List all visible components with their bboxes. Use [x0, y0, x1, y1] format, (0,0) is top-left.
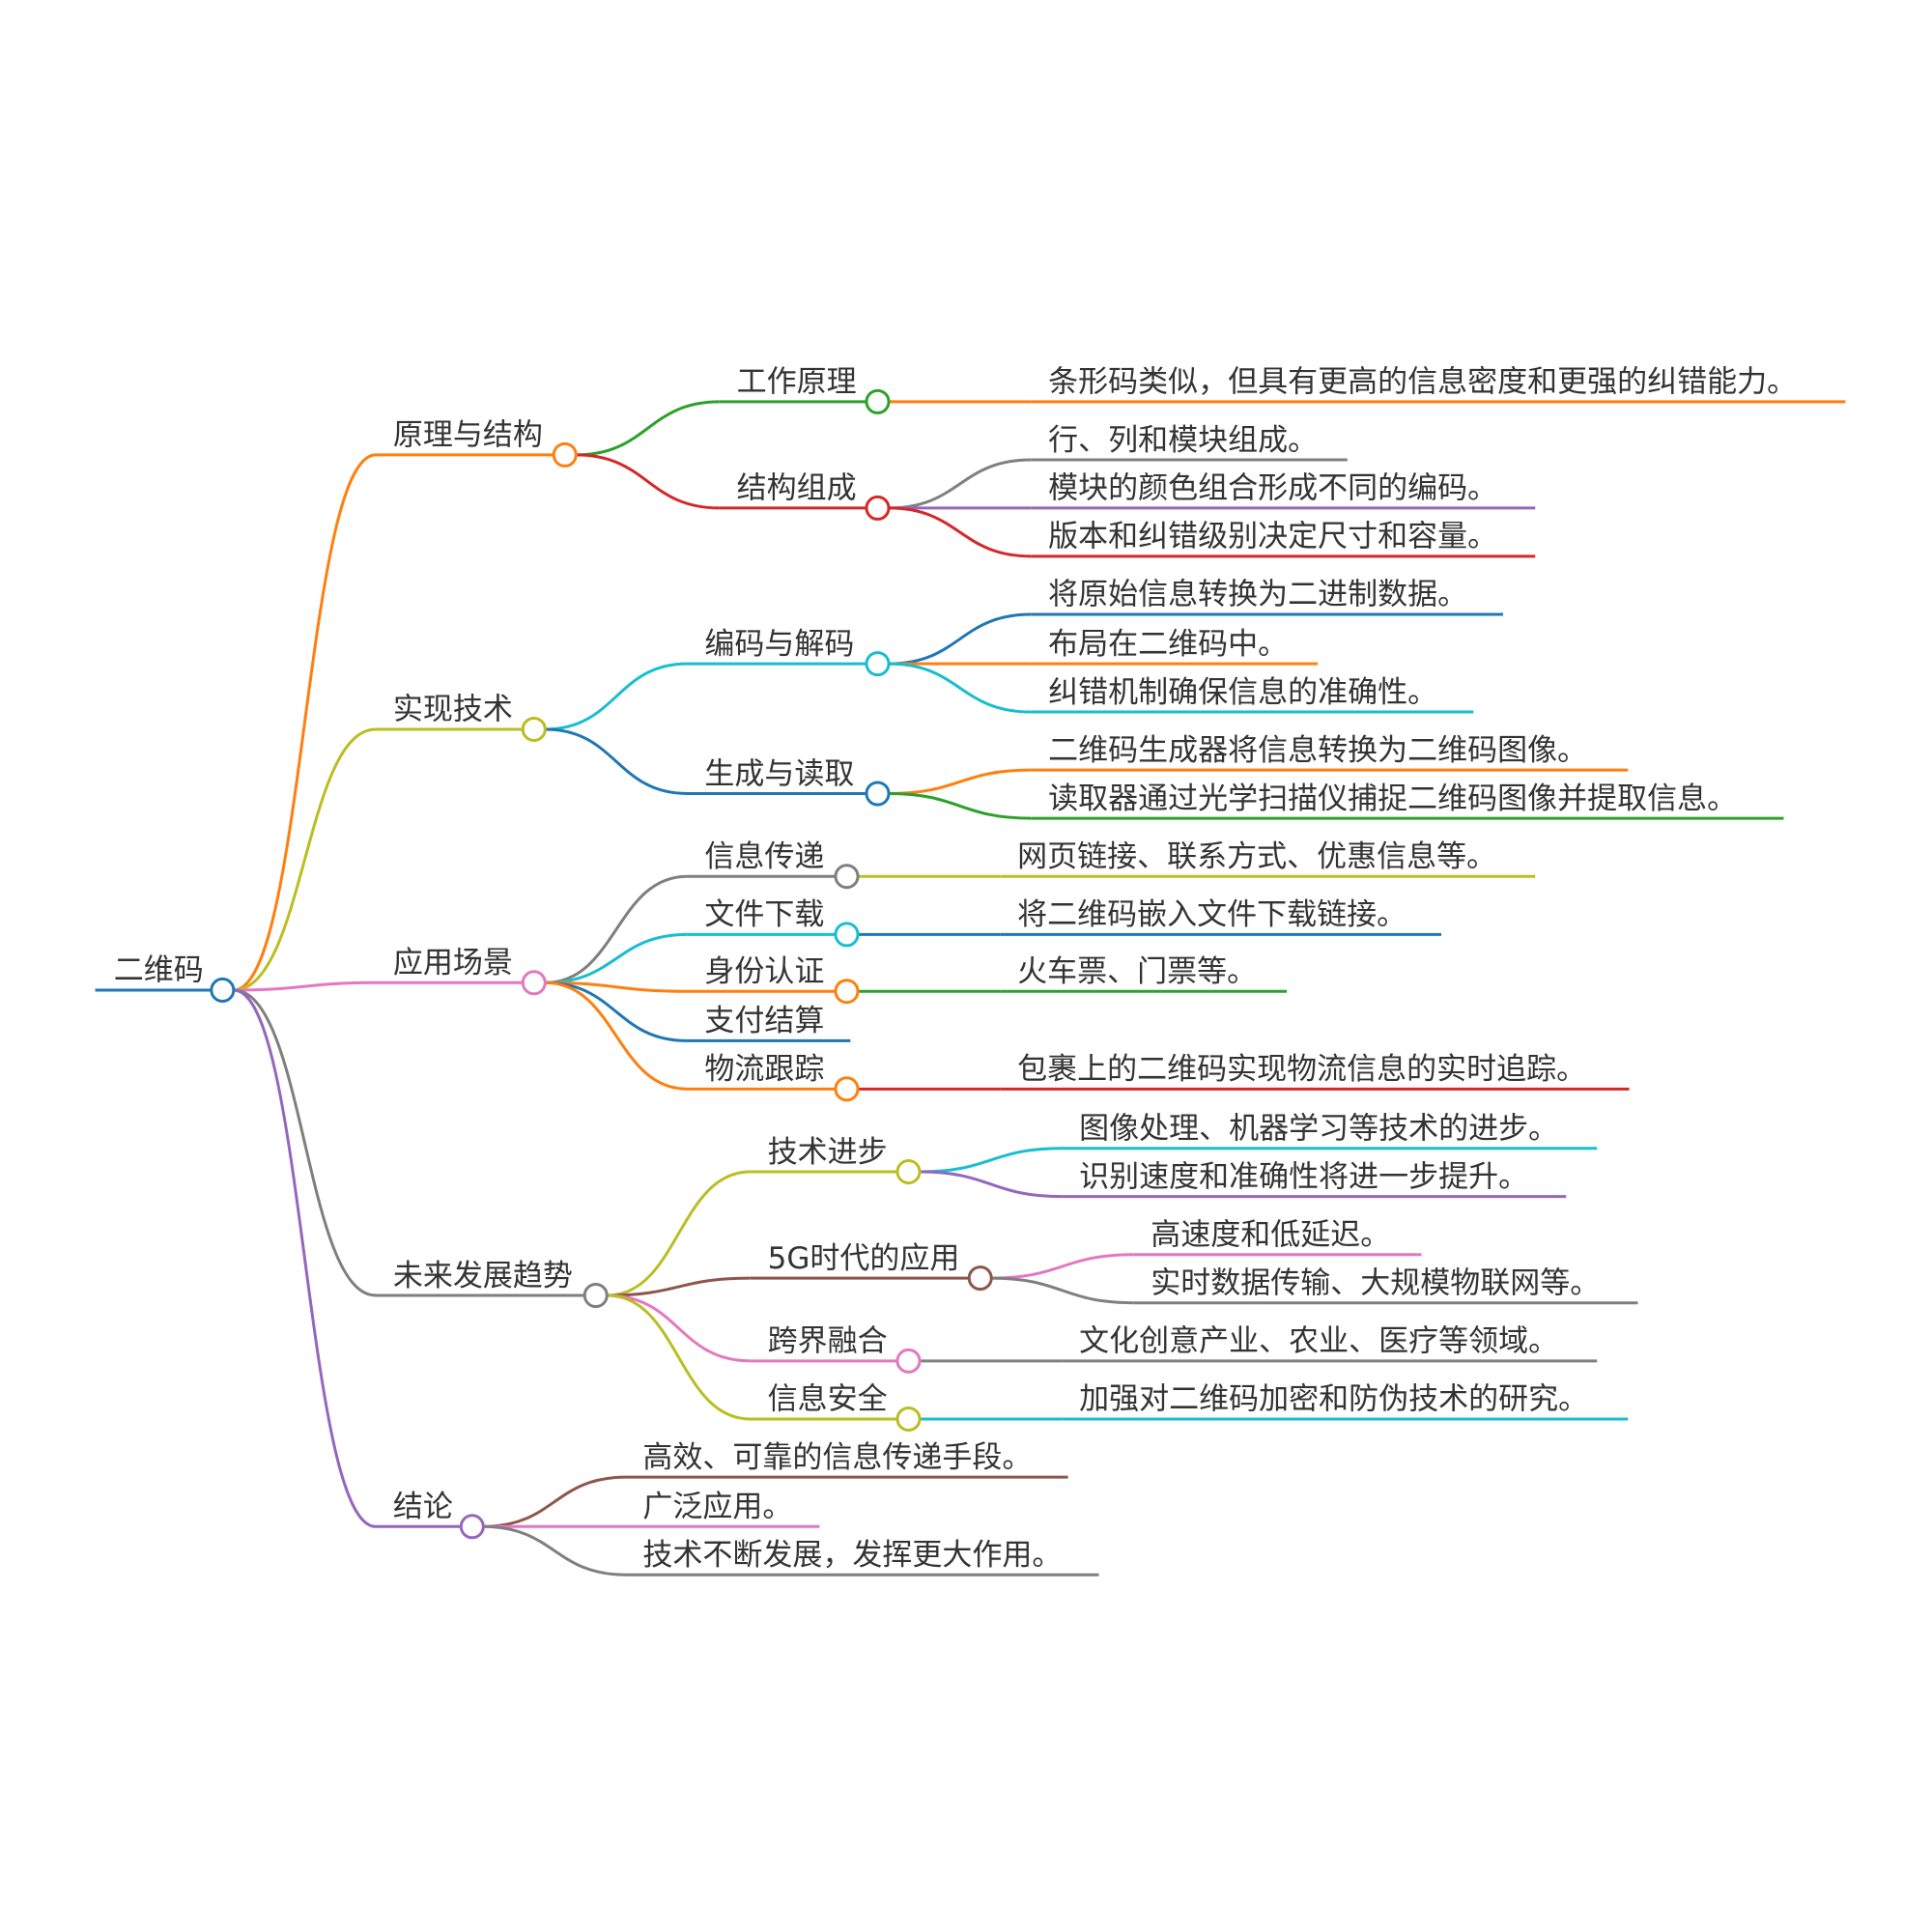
node-3-1-0-link	[991, 1253, 1134, 1280]
node-3-1-label: 5G时代的应用	[768, 1241, 960, 1276]
node-0-0-label: 工作原理	[737, 365, 857, 400]
node-3-2-label: 跨界融合	[768, 1324, 888, 1359]
node-0-0-toggle-icon[interactable]	[865, 388, 891, 414]
node-1-1-0-label: 二维码生成器将信息转换为二维码图像。	[1048, 733, 1587, 768]
node-1-0-0-link	[889, 612, 1032, 666]
links-layer	[233, 400, 1134, 1577]
node-3-1-toggle-icon[interactable]	[967, 1265, 993, 1292]
node-2-2-0-label: 火车票、门票等。	[1017, 954, 1257, 989]
node-1-1-link	[545, 727, 688, 795]
node-2-2-toggle-icon[interactable]	[834, 979, 860, 1005]
node-3-1-1-label: 实时数据传输、大规模物联网等。	[1151, 1265, 1600, 1300]
node-4-label: 结论	[393, 1490, 453, 1524]
node-3-0-0-link	[920, 1147, 1063, 1174]
node-3-0-toggle-icon[interactable]	[895, 1159, 922, 1185]
node-2-1-link	[545, 932, 688, 984]
node-2-3-label: 支付结算	[704, 1004, 824, 1038]
node-1-0-2-label: 纠错机制确保信息的准确性。	[1048, 675, 1437, 710]
node-2-4-0-label: 包裹上的二维码实现物流信息的实时追踪。	[1017, 1052, 1586, 1087]
node-1-0-link	[545, 662, 688, 731]
node-3-1-link	[607, 1276, 751, 1297]
root-node-toggle-icon[interactable]	[210, 977, 236, 1003]
node-1-0-toggle-icon[interactable]	[865, 651, 891, 677]
node-2-2-link	[545, 980, 688, 993]
node-1-1-1-link	[889, 791, 1032, 820]
node-2-3-link	[545, 980, 688, 1042]
node-0-toggle-icon[interactable]	[552, 441, 578, 468]
node-4-2-link	[483, 1524, 626, 1577]
node-1-1-1-label: 读取器通过光学扫描仪捕捉二维码图像并提取信息。	[1048, 781, 1737, 816]
node-1-0-label: 编码与解码	[704, 627, 854, 662]
node-1-0-2-link	[889, 662, 1032, 714]
node-2-toggle-icon[interactable]	[521, 970, 547, 996]
node-2-1-toggle-icon[interactable]	[834, 922, 860, 948]
node-3-0-link	[607, 1170, 751, 1297]
node-3-3-link	[607, 1293, 751, 1421]
node-2-link	[233, 980, 376, 992]
node-1-0-1-label: 布局在二维码中。	[1048, 627, 1288, 662]
node-2-2-label: 身份认证	[704, 954, 824, 989]
node-2-1-label: 文件下载	[704, 897, 824, 932]
node-2-0-link	[545, 874, 688, 984]
node-0-1-0-label: 行、列和模块组成。	[1048, 423, 1318, 458]
node-3-2-0-label: 文化创意产业、农业、医疗等领域。	[1079, 1324, 1558, 1359]
node-2-4-label: 物流跟踪	[704, 1052, 824, 1087]
node-1-1-toggle-icon[interactable]	[865, 781, 891, 807]
node-2-1-0-label: 将二维码嵌入文件下载链接。	[1017, 897, 1406, 932]
node-4-toggle-icon[interactable]	[459, 1514, 485, 1540]
node-3-3-toggle-icon[interactable]	[895, 1406, 922, 1432]
node-0-0-link	[576, 400, 720, 457]
node-1-1-label: 生成与读取	[704, 756, 854, 791]
node-1-link	[233, 727, 377, 992]
node-4-1-label: 广泛应用。	[642, 1490, 792, 1524]
node-4-0-link	[483, 1475, 626, 1528]
node-0-1-2-link	[889, 506, 1032, 558]
node-3-1-1-link	[991, 1276, 1134, 1305]
node-3-3-0-label: 加强对二维码加密和防伪技术的研究。	[1079, 1382, 1588, 1417]
node-0-1-2-label: 版本和纠错级别决定尺寸和容量。	[1048, 520, 1497, 554]
node-4-2-label: 技术不断发展，发挥更大作用。	[642, 1538, 1062, 1573]
node-3-label: 未来发展趋势	[393, 1259, 573, 1293]
node-3-3-label: 信息安全	[768, 1382, 888, 1417]
node-4-0-label: 高效、可靠的信息传递手段。	[642, 1440, 1032, 1475]
node-0-1-link	[576, 453, 720, 510]
node-3-link	[233, 988, 377, 1297]
node-3-2-link	[607, 1293, 751, 1363]
node-0-0-0-label: 条形码类似，但具有更高的信息密度和更强的纠错能力。	[1048, 365, 1797, 400]
node-3-0-0-label: 图像处理、机器学习等技术的进步。	[1079, 1112, 1558, 1147]
nodes-layer: 二维码 原理与结构 工作原理 条形码类似，但具有更高的信息密度和更强的纠错能力。结构组…	[95, 365, 1846, 1577]
node-0-1-label: 结构组成	[737, 471, 857, 506]
node-1-1-0-link	[889, 768, 1032, 795]
node-2-label: 应用场景	[393, 946, 513, 980]
node-3-2-toggle-icon[interactable]	[895, 1348, 922, 1374]
node-3-1-0-label: 高速度和低延迟。	[1151, 1218, 1390, 1253]
node-0-1-1-label: 模块的颜色组合形成不同的编码。	[1048, 471, 1497, 506]
node-2-0-toggle-icon[interactable]	[834, 864, 860, 890]
node-3-0-label: 技术进步	[768, 1135, 888, 1170]
node-0-label: 原理与结构	[393, 418, 543, 453]
node-3-0-1-link	[920, 1170, 1063, 1199]
node-2-4-link	[545, 980, 688, 1091]
node-3-0-1-label: 识别速度和准确性将进一步提升。	[1079, 1159, 1528, 1194]
node-2-0-0-label: 网页链接、联系方式、优惠信息等。	[1017, 839, 1496, 874]
node-0-1-toggle-icon[interactable]	[865, 495, 891, 521]
node-1-0-0-label: 将原始信息转换为二进制数据。	[1048, 578, 1467, 612]
node-0-1-0-link	[889, 458, 1032, 510]
node-1-toggle-icon[interactable]	[521, 716, 547, 742]
root-node-label: 二维码	[114, 953, 204, 988]
node-0-link	[233, 453, 377, 992]
node-2-0-label: 信息传递	[704, 839, 824, 874]
node-4-link	[233, 988, 377, 1528]
node-2-4-toggle-icon[interactable]	[834, 1076, 860, 1102]
node-1-label: 实现技术	[393, 693, 513, 727]
node-3-toggle-icon[interactable]	[582, 1282, 609, 1309]
